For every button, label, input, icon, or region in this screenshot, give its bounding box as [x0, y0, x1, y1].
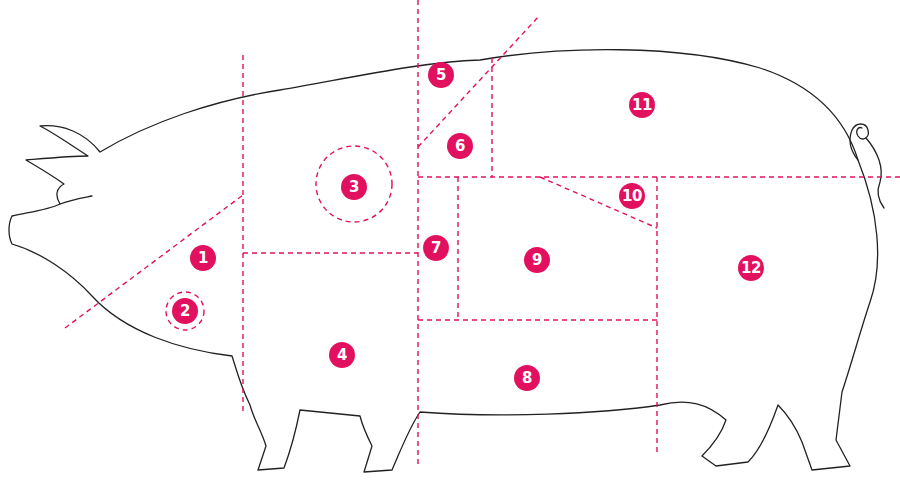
callout-number: 1 [190, 245, 216, 271]
callout-number: 5 [428, 62, 454, 88]
pig-outline [9, 50, 884, 472]
callout-number: 8 [514, 365, 540, 391]
callout-number: 10 [619, 183, 645, 209]
cut-lines [65, 0, 900, 466]
callout-number: 3 [341, 174, 367, 200]
callout-number: 9 [524, 247, 550, 273]
callout-number: 12 [738, 255, 764, 281]
callout-number: 11 [629, 92, 655, 118]
callout-number: 2 [172, 298, 198, 324]
callout-number: 7 [423, 235, 449, 261]
callout-number: 4 [329, 342, 355, 368]
callout-number: 6 [447, 133, 473, 159]
